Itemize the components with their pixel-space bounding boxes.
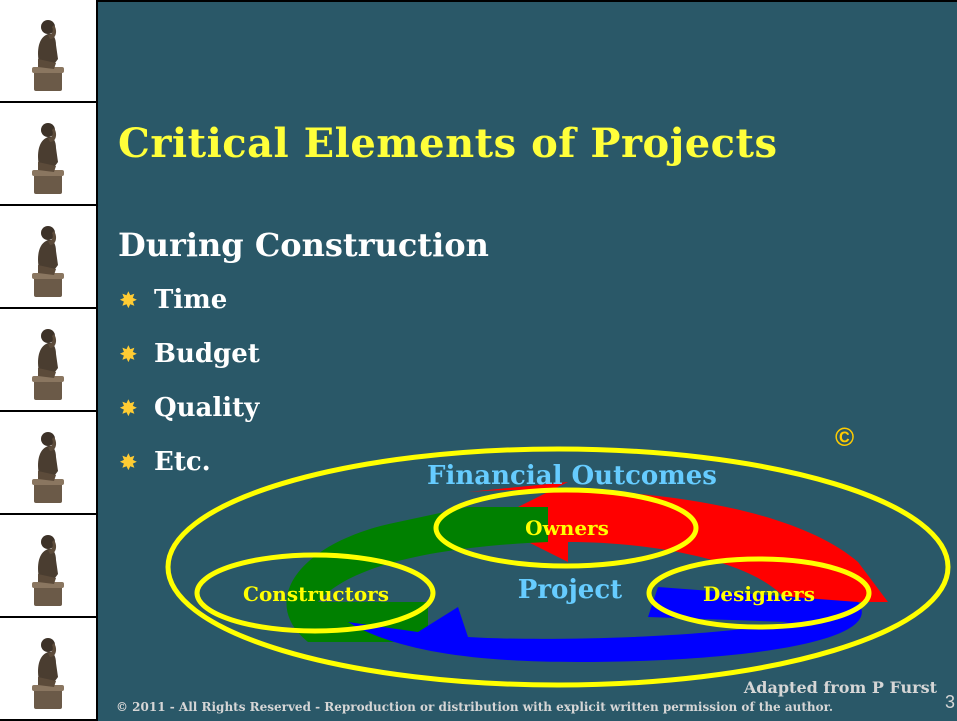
owners-ellipse: [433, 487, 699, 569]
thinker-statue-icon: [32, 534, 64, 606]
slide-subtitle: During Construction: [118, 226, 489, 264]
bullet-text: Budget: [154, 339, 260, 369]
slide-title: Critical Elements of Projects: [118, 120, 778, 167]
sidebar-cell: [0, 515, 96, 618]
copyright-footer: © 2011 - All Rights Reserved - Reproduct…: [116, 700, 834, 714]
sidebar: [0, 0, 98, 721]
designers-label: Designers: [703, 582, 815, 606]
sidebar-cell: [0, 309, 96, 412]
bullet-text: Time: [154, 285, 228, 315]
sidebar-cell: [0, 206, 96, 309]
outer-ellipse: [165, 446, 951, 688]
bullet-item: ✸ Time: [120, 285, 227, 315]
bullet-star-icon: ✸: [120, 342, 137, 366]
designers-ellipse: [646, 556, 872, 630]
bullet-text: Quality: [154, 393, 260, 423]
slide-content: Critical Elements of Projects During Con…: [98, 0, 957, 721]
bullet-star-icon: ✸: [120, 450, 137, 474]
bullet-item: ✸ Quality: [120, 393, 259, 423]
sidebar-cell: [0, 412, 96, 515]
bullet-item: ✸ Etc.: [120, 447, 211, 477]
bullet-star-icon: ✸: [120, 396, 137, 420]
constructors-ellipse: [194, 552, 436, 634]
project-cycle-diagram: Financial Outcomes Owners Project Constr…: [165, 446, 951, 688]
blue-cycle-arrow: [348, 587, 862, 662]
financial-outcomes-label: Financial Outcomes: [427, 461, 717, 491]
bullet-item: ✸ Budget: [120, 339, 260, 369]
thinker-statue-icon: [32, 431, 64, 503]
thinker-statue-icon: [32, 122, 64, 194]
page-number: 3: [944, 692, 955, 712]
constructors-label: Constructors: [243, 582, 389, 606]
bullet-star-icon: ✸: [120, 288, 137, 312]
thinker-statue-icon: [32, 19, 64, 91]
project-label: Project: [518, 575, 622, 605]
sidebar-cell: [0, 103, 96, 206]
owners-label: Owners: [525, 516, 609, 540]
red-cycle-arrow: [468, 482, 888, 602]
sidebar-cell: [0, 0, 96, 103]
sidebar-cell: [0, 618, 96, 721]
thinker-statue-icon: [32, 637, 64, 709]
bullet-text: Etc.: [154, 447, 211, 477]
green-cycle-arrow: [286, 507, 548, 642]
thinker-statue-icon: [32, 328, 64, 400]
thinker-statue-icon: [32, 225, 64, 297]
copyright-symbol: ©: [835, 422, 855, 452]
adapted-from-credit: Adapted from P Furst: [743, 678, 937, 697]
